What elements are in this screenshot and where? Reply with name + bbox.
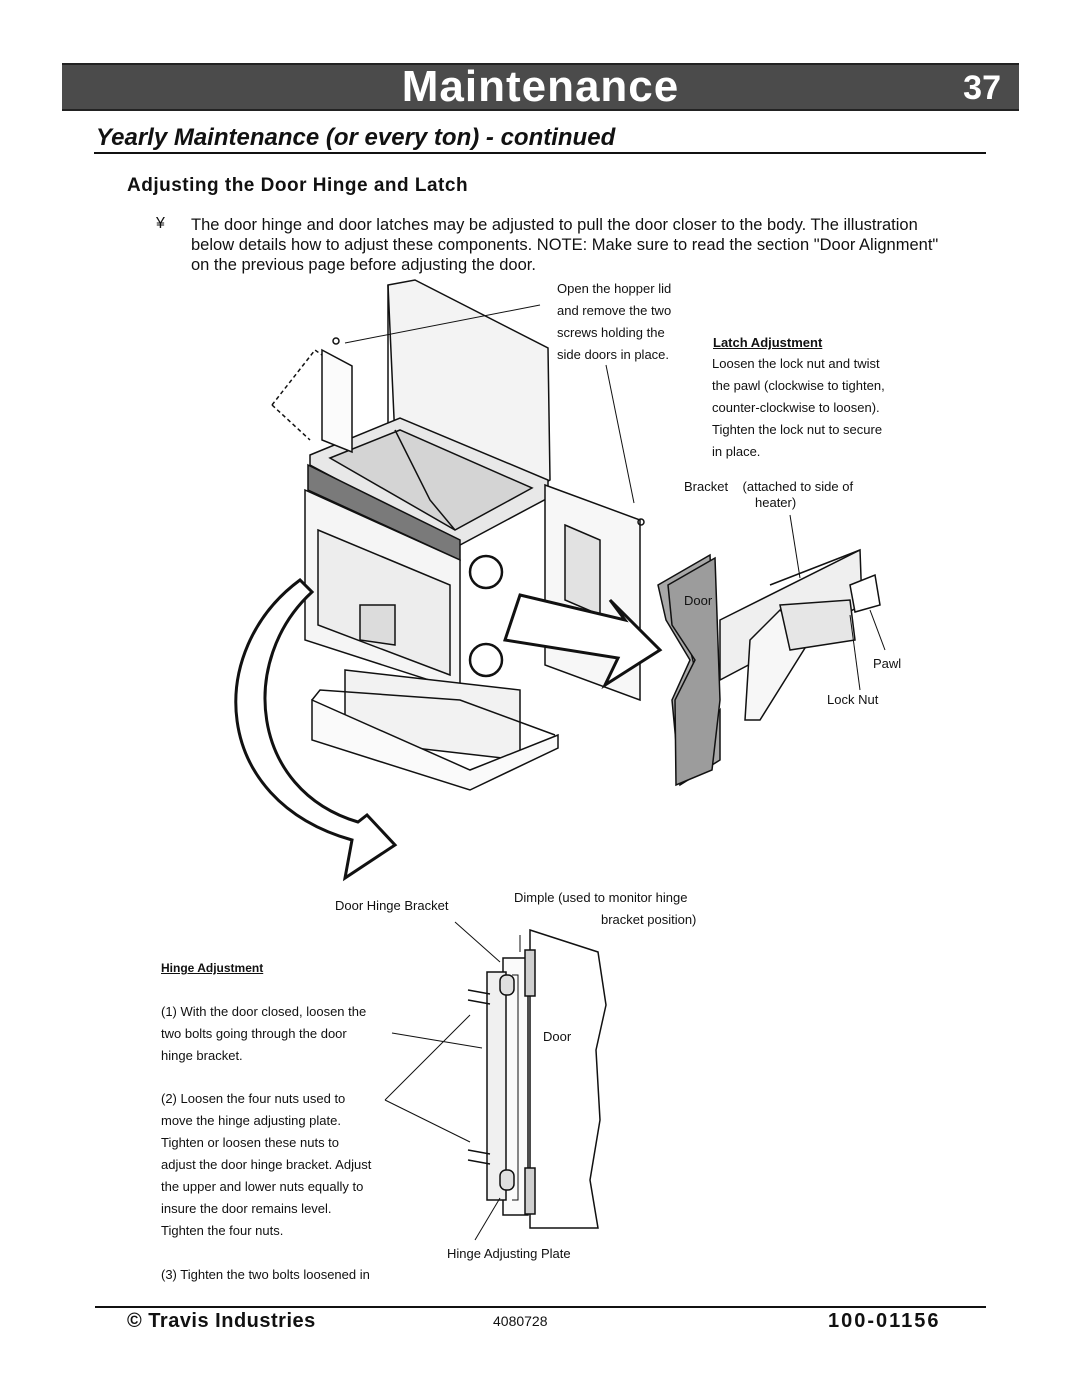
hinge-step-2-line-5: the upper and lower nuts equally to	[161, 1179, 364, 1194]
latch-line-1: Loosen the lock nut and twist	[712, 356, 880, 371]
hinge-step-2: (2) Loosen the four nuts used to move th…	[161, 1088, 371, 1242]
latch-line-3: counter-clockwise to loosen).	[712, 400, 880, 415]
latch-heading: Latch Adjustment	[713, 335, 823, 350]
footer-divider	[95, 1306, 986, 1308]
latch-callout: Loosen the lock nut and twist the pawl (…	[712, 353, 885, 463]
hinge-step-2-line-4: adjust the door hinge bracket. Adjust	[161, 1157, 372, 1172]
hopper-line-2: and remove the two	[557, 303, 672, 318]
bullet-glyph: ¥	[156, 215, 165, 232]
hinge-bracket-label: Door Hinge Bracket	[335, 898, 449, 913]
bracket-label-2: heater)	[755, 495, 797, 510]
hinge-door-label: Door	[543, 1029, 572, 1044]
hinge-step-2-line-3: Tighten or loosen these nuts to	[161, 1135, 340, 1150]
latch-line-2: the pawl (clockwise to tighten,	[712, 378, 885, 393]
hinge-step-2-line-6: insure the door remains level.	[161, 1201, 332, 1216]
pawl-label: Pawl	[873, 656, 902, 671]
hinge-heading: Hinge Adjustment	[161, 961, 264, 975]
hinge-step-1-line-1: (1) With the door closed, loosen the	[161, 1004, 367, 1019]
hinge-step-3: (3) Tighten the two bolts loosened in	[161, 1267, 370, 1282]
hopper-callout: Open the hopper lid and remove the two s…	[557, 278, 671, 366]
hopper-line-4: side doors in place.	[557, 347, 670, 362]
hopper-line-3: screws holding the	[557, 325, 665, 340]
header-bar: Maintenance 37	[62, 63, 1019, 111]
hopper-line-1: Open the hopper lid	[557, 281, 672, 296]
hinge-plate-label: Hinge Adjusting Plate	[447, 1246, 571, 1261]
page-title: Maintenance	[401, 62, 680, 111]
footer-doc-code: 4080728	[493, 1313, 548, 1329]
page-number: 37	[963, 69, 1001, 107]
hinge-step-2-line-1: (2) Loosen the four nuts used to	[161, 1091, 346, 1106]
hinge-step-2-line-2: move the hinge adjusting plate.	[161, 1113, 341, 1128]
footer-part-number: 100-01156	[828, 1310, 941, 1332]
intro-paragraph: The door hinge and door latches may be a…	[191, 216, 939, 274]
footer-company: © Travis Industries	[127, 1310, 316, 1332]
hinge-step-1: (1) With the door closed, loosen the two…	[161, 1001, 366, 1067]
section-title: Yearly Maintenance (or every ton) - cont…	[96, 124, 616, 151]
dimple-label-2: bracket position)	[601, 912, 697, 927]
latch-door-label: Door	[684, 593, 713, 608]
subsection-title: Adjusting the Door Hinge and Latch	[127, 175, 469, 196]
latch-line-4: Tighten the lock nut to secure	[712, 422, 883, 437]
lock-nut-label: Lock Nut	[827, 692, 879, 707]
dimple-label-1: Dimple (used to monitor hinge	[514, 890, 688, 905]
hinge-step-1-line-3: hinge bracket.	[161, 1048, 243, 1063]
hinge-step-1-line-2: two bolts going through the door	[161, 1026, 347, 1041]
bracket-label-1: Bracket (attached to side of	[684, 479, 854, 494]
hinge-step-2-line-7: Tighten the four nuts.	[161, 1223, 284, 1238]
section-divider	[94, 152, 986, 154]
latch-line-5: in place.	[712, 444, 761, 459]
